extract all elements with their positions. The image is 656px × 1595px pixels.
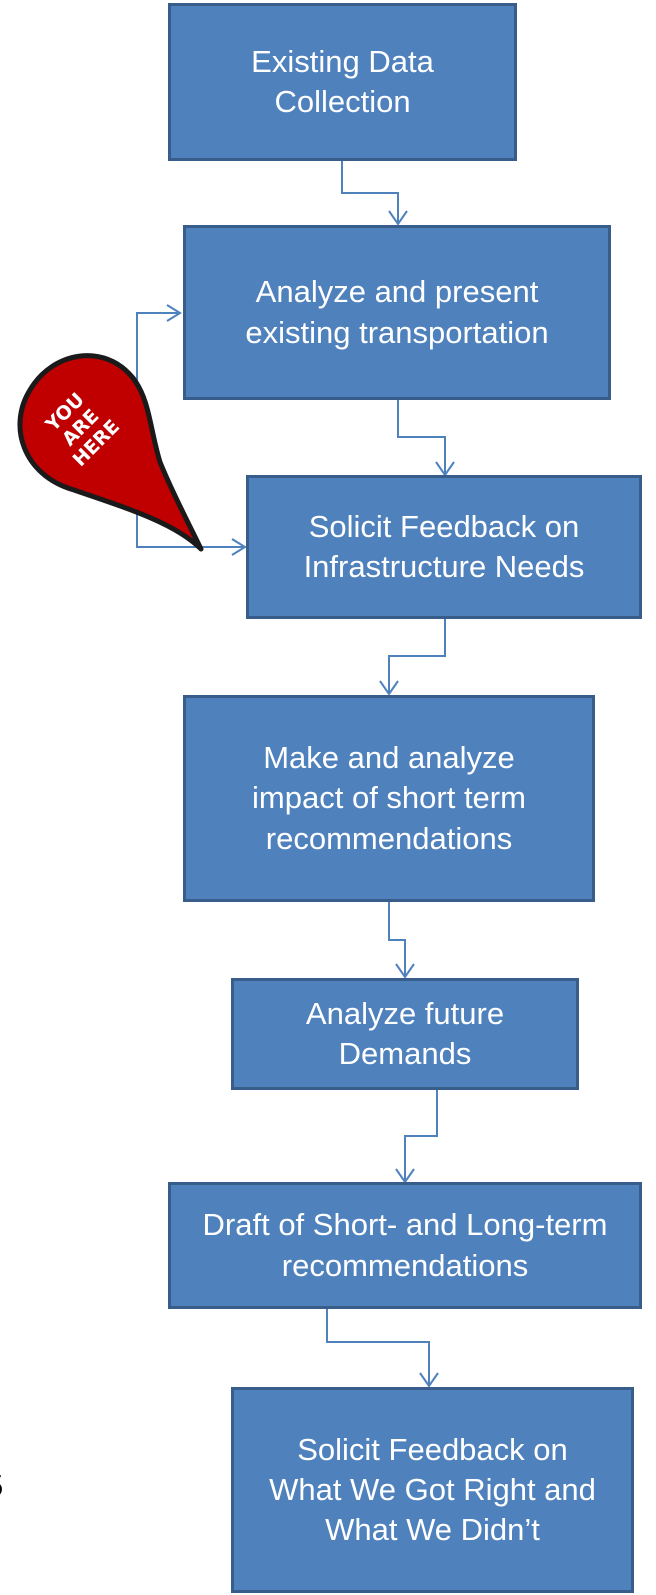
step-analyze-future-demands: Analyze future Demands (231, 978, 579, 1090)
you-are-here-marker: YOU ARE HERE (17, 353, 204, 552)
connector-4-5 (388, 901, 406, 977)
step-existing-data-collection: Existing Data Collection (168, 3, 517, 161)
step-label: Existing Data Collection (251, 43, 434, 119)
step-label: Solicit Feedback on Infrastructure Needs (303, 508, 585, 584)
connector-3-4 (388, 618, 446, 694)
step-label: Solicit Feedback on What We Got Right an… (269, 1431, 596, 1548)
step-label: Make and analyze impact of short term re… (252, 740, 526, 856)
step-short-term-recommendations: Make and analyze impact of short term re… (183, 695, 595, 902)
step-draft-recommendations: Draft of Short- and Long-term recommenda… (168, 1182, 642, 1309)
arrowhead-loop-step2 (166, 304, 182, 322)
page-number: 5 (0, 1468, 3, 1504)
arrowhead-6-7 (419, 1372, 439, 1388)
connector-5-6 (404, 1089, 438, 1182)
step-label: Draft of Short- and Long-term recommenda… (202, 1207, 608, 1283)
step-label: Analyze and present existing transportat… (245, 274, 549, 350)
map-pin-icon (17, 353, 204, 552)
step-solicit-feedback-final: Solicit Feedback on What We Got Right an… (231, 1387, 634, 1593)
step-solicit-feedback-infrastructure: Solicit Feedback on Infrastructure Needs (246, 475, 642, 619)
connector-1-2 (341, 161, 399, 224)
arrowhead-1-2 (388, 210, 408, 226)
arrowhead-loop-step3 (231, 538, 247, 556)
connector-6-7 (326, 1308, 430, 1386)
arrowhead-3-4 (379, 680, 399, 696)
step-analyze-present-transportation: Analyze and present existing transportat… (183, 225, 611, 400)
arrowhead-4-5 (395, 963, 415, 979)
connector-2-3 (397, 400, 446, 475)
step-label: Analyze future Demands (305, 995, 505, 1071)
